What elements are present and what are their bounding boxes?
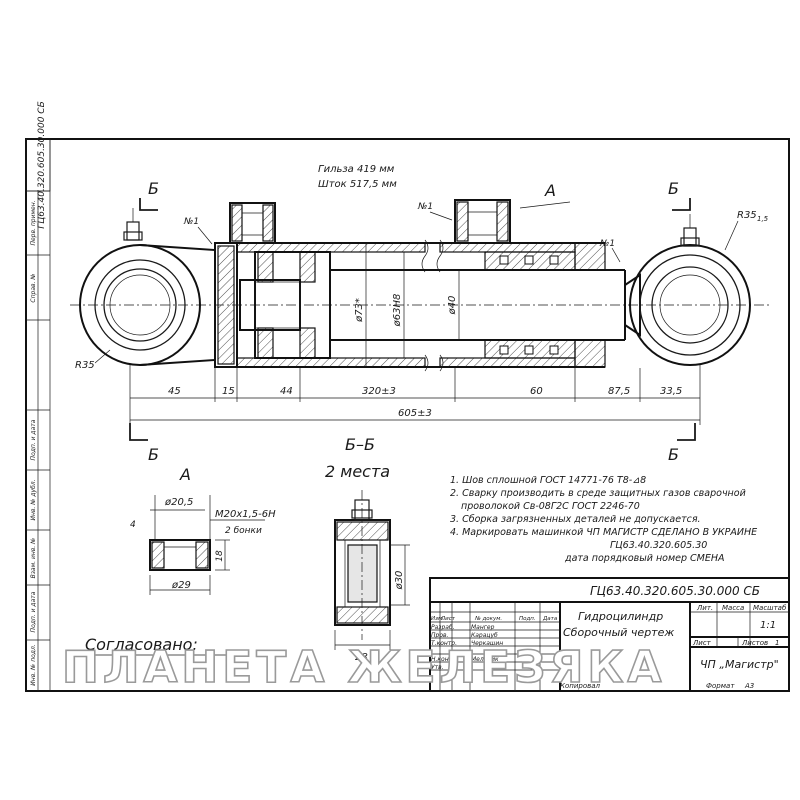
diameter-63: ø63H8 [392, 294, 403, 328]
dim-15: 15 [222, 386, 235, 397]
dim-33-5: 33,5 [660, 386, 682, 397]
view-a-d20-5: ø20,5 [164, 497, 193, 508]
col-hdr-2: № докум. [474, 616, 502, 622]
section-bb-subtitle: 2 места [325, 462, 390, 481]
technical-notes: 1. Шов сплошной ГОСТ 14771-76 Т8-⊿8 2. С… [450, 475, 757, 564]
margin-label-sign1: Подп. и дата [30, 419, 37, 460]
margin-label-dup: Инв. № дубл. [30, 479, 37, 520]
dim-60: 60 [530, 386, 543, 397]
main-view-annotations: Гильза 419 мм Шток 517,5 мм Б Б Б Б А №1… [75, 164, 769, 464]
hdr-lit: Лит. [696, 604, 713, 612]
cylinder-assembly [70, 199, 770, 372]
person-1: Карацуб [471, 632, 498, 639]
note-4: 4. Маркировать машинкой ЧП МАГИСТР СДЕЛА… [450, 527, 757, 538]
person-2: Черкашин [471, 640, 503, 647]
role-4: Н.контр. [431, 656, 458, 663]
diameter-73: ø73* [354, 298, 365, 323]
note-1: 1. Шов сплошной ГОСТ 14771-76 Т8-⊿8 [450, 475, 646, 486]
note-2: 2. Сварку производить в среде защитных г… [450, 488, 746, 499]
weld-mark-2: №1 [417, 202, 433, 212]
approval-label: Согласовано: [85, 635, 198, 654]
hdr-sheets: Листов [741, 639, 768, 647]
person-4: Мельник [471, 656, 499, 663]
dimension-chain: 45 15 44 320±3 60 87,5 33,5 605±3 [129, 365, 701, 425]
sheets-count: 1 [775, 639, 779, 647]
section-letter-right-top: Б [668, 179, 679, 198]
rotated-designation: ГЦ63.40.320.605.30.000 СБ [37, 101, 47, 229]
company-name: ЧП „Магистр" [700, 658, 779, 671]
left-eye [79, 208, 216, 366]
radius-right-label: R35 [737, 210, 757, 221]
radius-right-sub: 1,5 [757, 215, 769, 223]
view-a-title: А [179, 465, 191, 484]
copied-label: Копировал [560, 682, 601, 690]
section-bb-d30: ø30 [394, 571, 405, 591]
margin-label-first-use: Перв. примен. [30, 200, 37, 245]
barrel-length-note: Гильза 419 мм [318, 164, 395, 175]
weld-mark-3: №1 [599, 239, 615, 249]
note-4-date: дата порядковый номер СМЕНА [564, 553, 725, 564]
view-a-d29: ø29 [171, 580, 191, 591]
gland [484, 242, 606, 368]
sheet-frame [25, 138, 790, 692]
right-eye [624, 214, 751, 366]
title-designation: ГЦ63.40.320.605.30.000 СБ [590, 584, 760, 598]
section-letter-right-bottom: Б [668, 445, 679, 464]
dim-total: 605±3 [398, 408, 432, 419]
diameter-40: ø40 [447, 296, 458, 316]
radius-left-label: R35 [75, 360, 95, 371]
view-a-letter: А [544, 181, 556, 200]
person-0: Мангер [471, 624, 495, 631]
section-bb-28: 28 [355, 652, 368, 663]
note-3: 3. Сборка загрязненных деталей не допуск… [450, 514, 701, 525]
margin-label-orig: Инв. № подл. [30, 644, 37, 685]
hdr-mass: Масса [722, 604, 744, 612]
document-type: Сборочный чертеж [563, 626, 674, 639]
scale-value: 1:1 [760, 620, 776, 631]
margin-label-ref: Справ. № [30, 273, 37, 302]
role-2: Т.контр. [431, 640, 457, 647]
role-1: Пров. [431, 632, 449, 639]
role-5: Утв. [431, 664, 444, 671]
piston [239, 251, 331, 359]
col-hdr-4: Дата [542, 616, 558, 622]
dim-44: 44 [280, 386, 293, 397]
dim-87-5: 87,5 [608, 386, 630, 397]
note-2-cont: проволокой Св-08Г2С ГОСТ 2246-70 [461, 501, 640, 512]
margin-label-replace: Взам. инв. № [30, 538, 37, 579]
margin-labels: ГЦ63.40.320.605.30.000 СБ Перв. примен. … [30, 101, 47, 685]
col-hdr-3: Подп. [519, 616, 536, 622]
format-value: A3 [744, 682, 754, 690]
section-bb: Б–Б 2 места ø30 28 [325, 435, 410, 663]
col-hdr-0: Изм. [431, 616, 444, 622]
hdr-sheet: Лист [692, 639, 712, 647]
view-a-thread: М20х1,5-6Н [215, 509, 276, 520]
product-name: Гидроцилиндр [578, 610, 663, 623]
dim-45: 45 [168, 386, 181, 397]
view-a-dim-18: 18 [215, 550, 225, 562]
role-0: Разраб. [431, 624, 455, 631]
format-label: Формат [706, 682, 735, 690]
weld-mark-1: №1 [183, 217, 199, 227]
front-port-boss [454, 199, 511, 244]
view-a-dim-4: 4 [130, 520, 136, 530]
margin-label-sign2: Подп. и дата [30, 591, 37, 632]
view-a: А ø20,5 М20х1,5-6Н 2 бонки 4 18 ø29 [130, 465, 276, 595]
hdr-scale: Масштаб [753, 604, 787, 612]
note-4-code: ГЦ63.40.320.605.30 [610, 540, 707, 551]
col-hdr-1: Лист [440, 616, 456, 622]
rear-cap [214, 202, 276, 368]
title-block: ГЦ63.40.320.605.30.000 СБ Гидроцилиндр С… [429, 577, 790, 692]
dim-320: 320±3 [362, 386, 396, 397]
section-bb-title: Б–Б [345, 435, 375, 454]
section-letter-left-top: Б [148, 179, 159, 198]
section-letter-left-bottom: Б [148, 445, 159, 464]
rod-length-note: Шток 517,5 мм [318, 179, 397, 190]
watermark-text: ПЛАНЕТА ЖЕЛЕЗЯКА [62, 642, 665, 693]
view-a-thread-note: 2 бонки [225, 526, 262, 536]
